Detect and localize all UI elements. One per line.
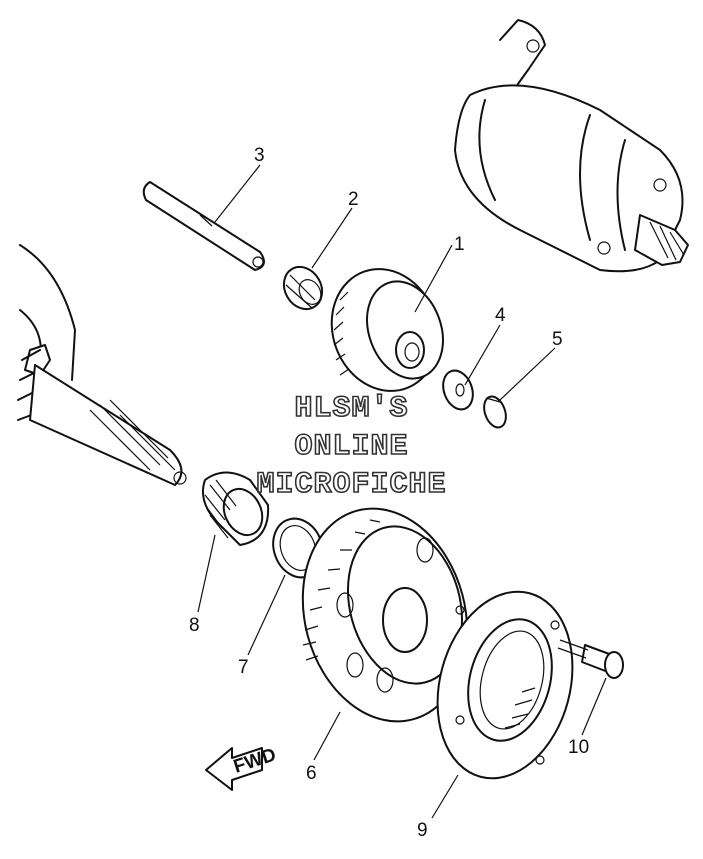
- starter-clutch: [436, 590, 574, 780]
- watermark-line-2: ONLINE: [294, 429, 409, 465]
- callout-6: 6: [306, 763, 317, 784]
- watermark-line-3: MICROFICHE: [256, 467, 447, 503]
- watermark-line-1: HLSM'S: [294, 391, 409, 427]
- callout-10: 10: [568, 737, 589, 758]
- callout-numbers: 1 2 3 4 5 6 7 8 9 10: [189, 145, 589, 841]
- callout-1: 1: [454, 234, 465, 255]
- fwd-direction-arrow: FWD: [205, 744, 279, 791]
- callout-2: 2: [348, 189, 359, 210]
- idler-gear: [330, 268, 444, 392]
- crankshaft: [17, 244, 187, 486]
- callout-5: 5: [552, 329, 563, 350]
- washer-4: [442, 369, 474, 411]
- callout-9: 9: [417, 820, 428, 841]
- idler-shaft: [142, 181, 265, 271]
- circlip-5: [483, 395, 507, 429]
- callout-8: 8: [189, 615, 200, 636]
- callout-4: 4: [495, 305, 506, 326]
- needle-bearing-large: [202, 471, 270, 546]
- bolt-10: [557, 639, 624, 679]
- starter-wheel-gear: [301, 507, 469, 723]
- needle-bearing-small: [282, 265, 324, 311]
- callout-3: 3: [254, 145, 265, 166]
- callout-7: 7: [238, 657, 249, 678]
- leader-lines: [197, 164, 607, 819]
- starter-motor: [454, 19, 689, 273]
